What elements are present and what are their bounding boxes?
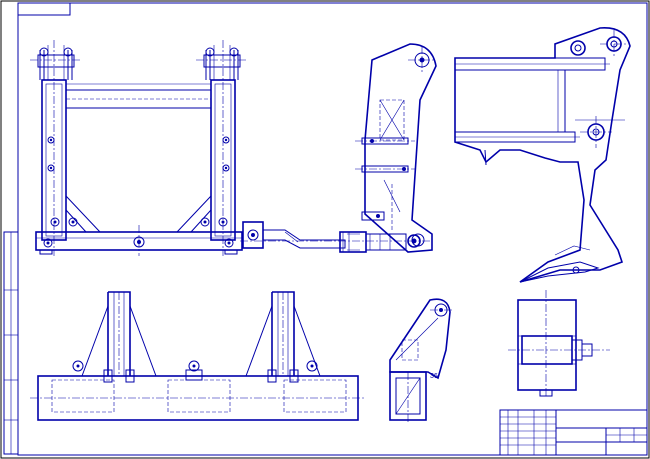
title-block: [499, 409, 648, 456]
section-view: [508, 290, 610, 398]
beam-plan-view: [30, 291, 366, 421]
front-frame-view: [30, 40, 248, 256]
ripper-tooth-view: [454, 27, 631, 283]
left-margin-strip: [3, 231, 19, 455]
dimension-36-label: 36: [430, 373, 438, 380]
side-bracket-view: [355, 43, 437, 253]
link-rod-view: [240, 221, 432, 253]
top-left-stamp-box: [17, 2, 71, 16]
small-bracket-view: 36: [389, 298, 452, 424]
inner-frame: [17, 2, 648, 456]
